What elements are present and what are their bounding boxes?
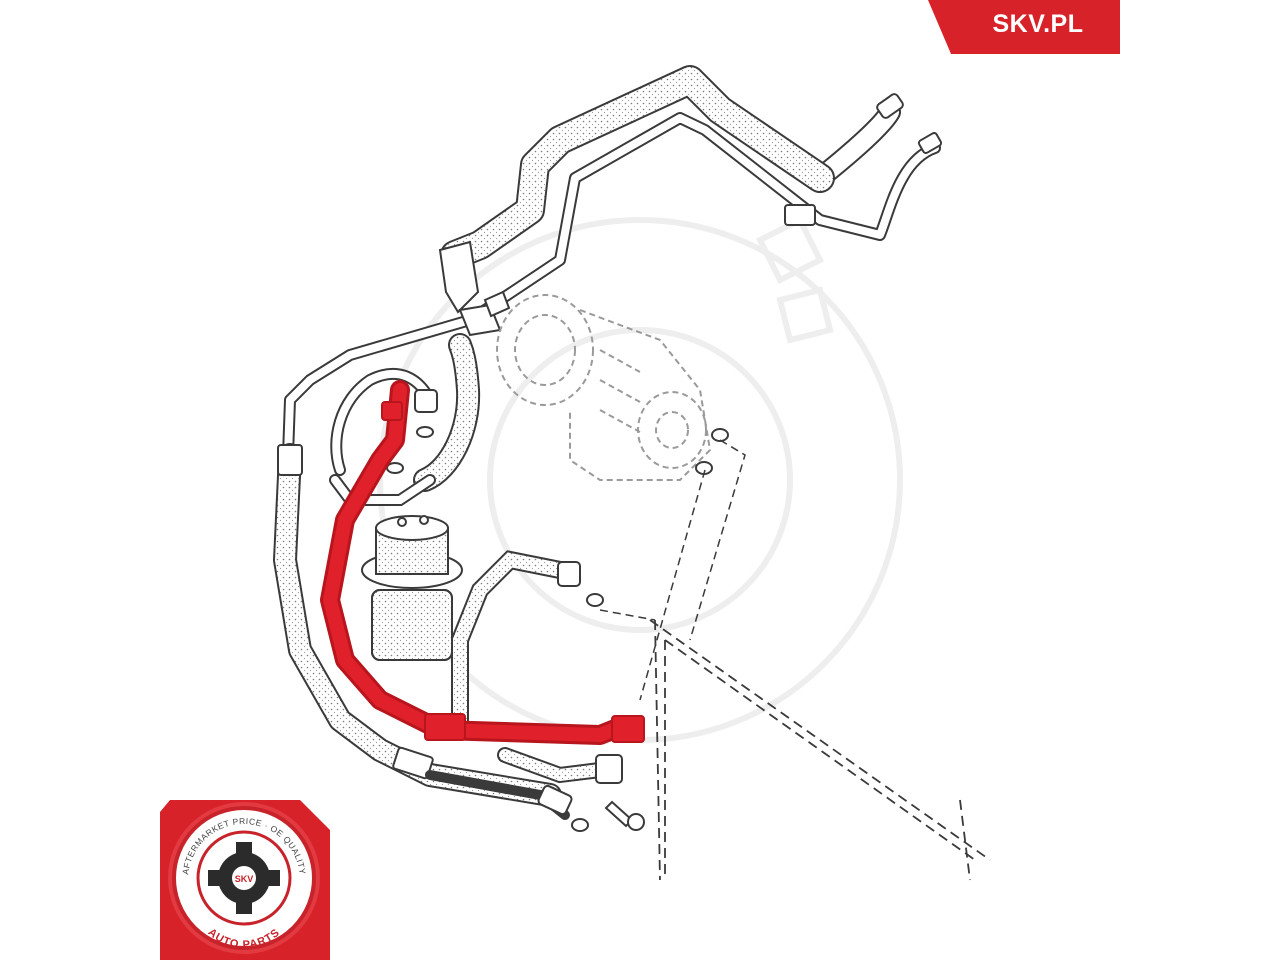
highlighted-ac-hose	[320, 380, 645, 745]
discharge-hose-left	[273, 443, 573, 820]
brand-banner	[928, 0, 1120, 54]
suction-hose-upper	[440, 65, 904, 270]
drier-outlet-hose	[329, 333, 481, 506]
guide-lines	[599, 439, 746, 701]
mounting-bracket	[438, 240, 511, 337]
skv-auto-parts-badge: SKV AFTERMARKET PRICE · OE QUALITY AUTO …	[160, 800, 330, 960]
condenser-inlet-hose	[451, 550, 623, 784]
mounting-bolt	[604, 800, 645, 831]
badge-logo-text: SKV	[235, 874, 254, 884]
brand-site-label: SKV.PL	[992, 9, 1084, 38]
ac-compressor	[496, 294, 712, 481]
condenser	[649, 619, 991, 881]
receiver-drier	[361, 426, 463, 661]
